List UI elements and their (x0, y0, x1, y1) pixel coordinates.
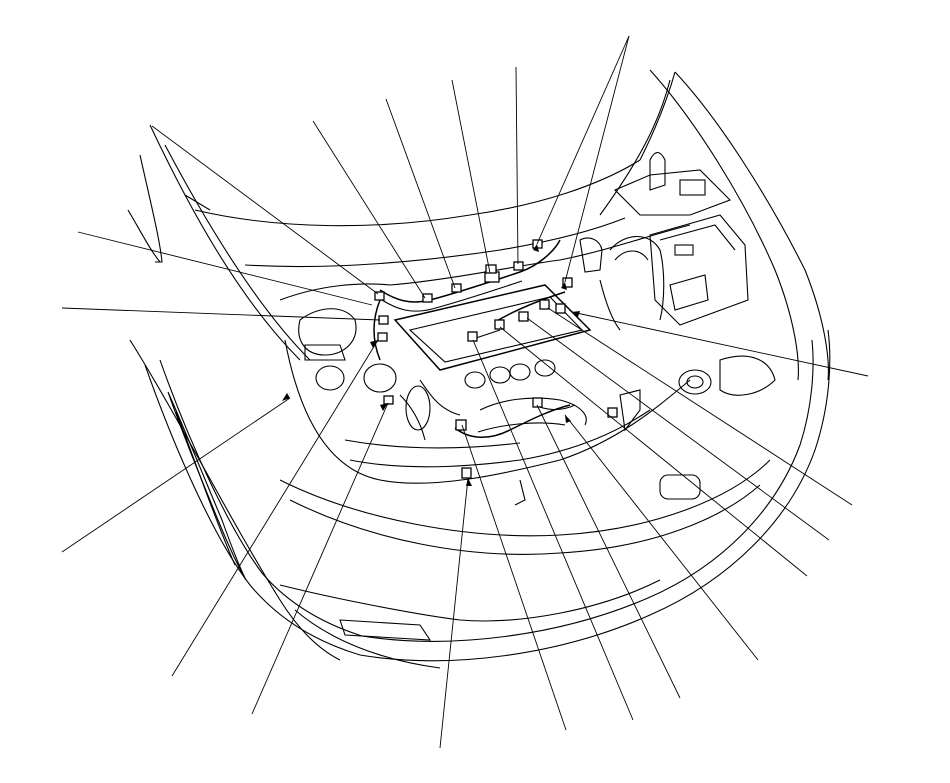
leader-line (564, 35, 630, 283)
connector (562, 277, 573, 288)
connector (494, 319, 505, 330)
connector (451, 283, 462, 293)
connector (455, 419, 467, 431)
connector (374, 291, 385, 301)
leader-line (571, 311, 869, 377)
leader-line (151, 125, 379, 295)
callout-arrowheads (282, 244, 580, 486)
leader-line (77, 231, 373, 306)
connector (461, 467, 472, 479)
leader-line (547, 307, 853, 506)
arrowhead (572, 311, 580, 317)
arrowhead (380, 403, 388, 411)
arrowhead (370, 340, 378, 348)
arrowhead (561, 282, 567, 290)
leader-line (515, 66, 519, 265)
leader-line (461, 424, 567, 731)
leader-line (439, 477, 469, 749)
leader-line (536, 404, 681, 699)
leader-line (451, 79, 491, 274)
engine-compartment (279, 151, 776, 484)
connector (377, 332, 388, 342)
leader-line (526, 317, 830, 541)
connector (485, 264, 497, 274)
connector (422, 293, 433, 303)
leader-line (499, 326, 808, 577)
leader-line (536, 35, 630, 245)
arrowhead (466, 478, 472, 486)
connector (513, 261, 524, 271)
leader-line (385, 98, 456, 289)
connector (467, 331, 478, 342)
connector (383, 395, 394, 405)
leader-line (61, 397, 291, 553)
leader-line (61, 307, 381, 321)
connector (555, 303, 566, 314)
leader-line (171, 339, 379, 677)
arrowhead (565, 415, 571, 423)
connector (539, 299, 550, 310)
arrowhead (282, 393, 290, 401)
connector (607, 407, 618, 418)
arrowhead (533, 244, 539, 252)
connector (378, 315, 389, 325)
connector (518, 311, 529, 322)
leader-line (312, 120, 426, 299)
leader-line (564, 414, 759, 661)
leader-line (251, 402, 389, 715)
vehicle-body (127, 69, 831, 669)
leader-line (472, 339, 634, 721)
callout-leaders (61, 35, 869, 749)
